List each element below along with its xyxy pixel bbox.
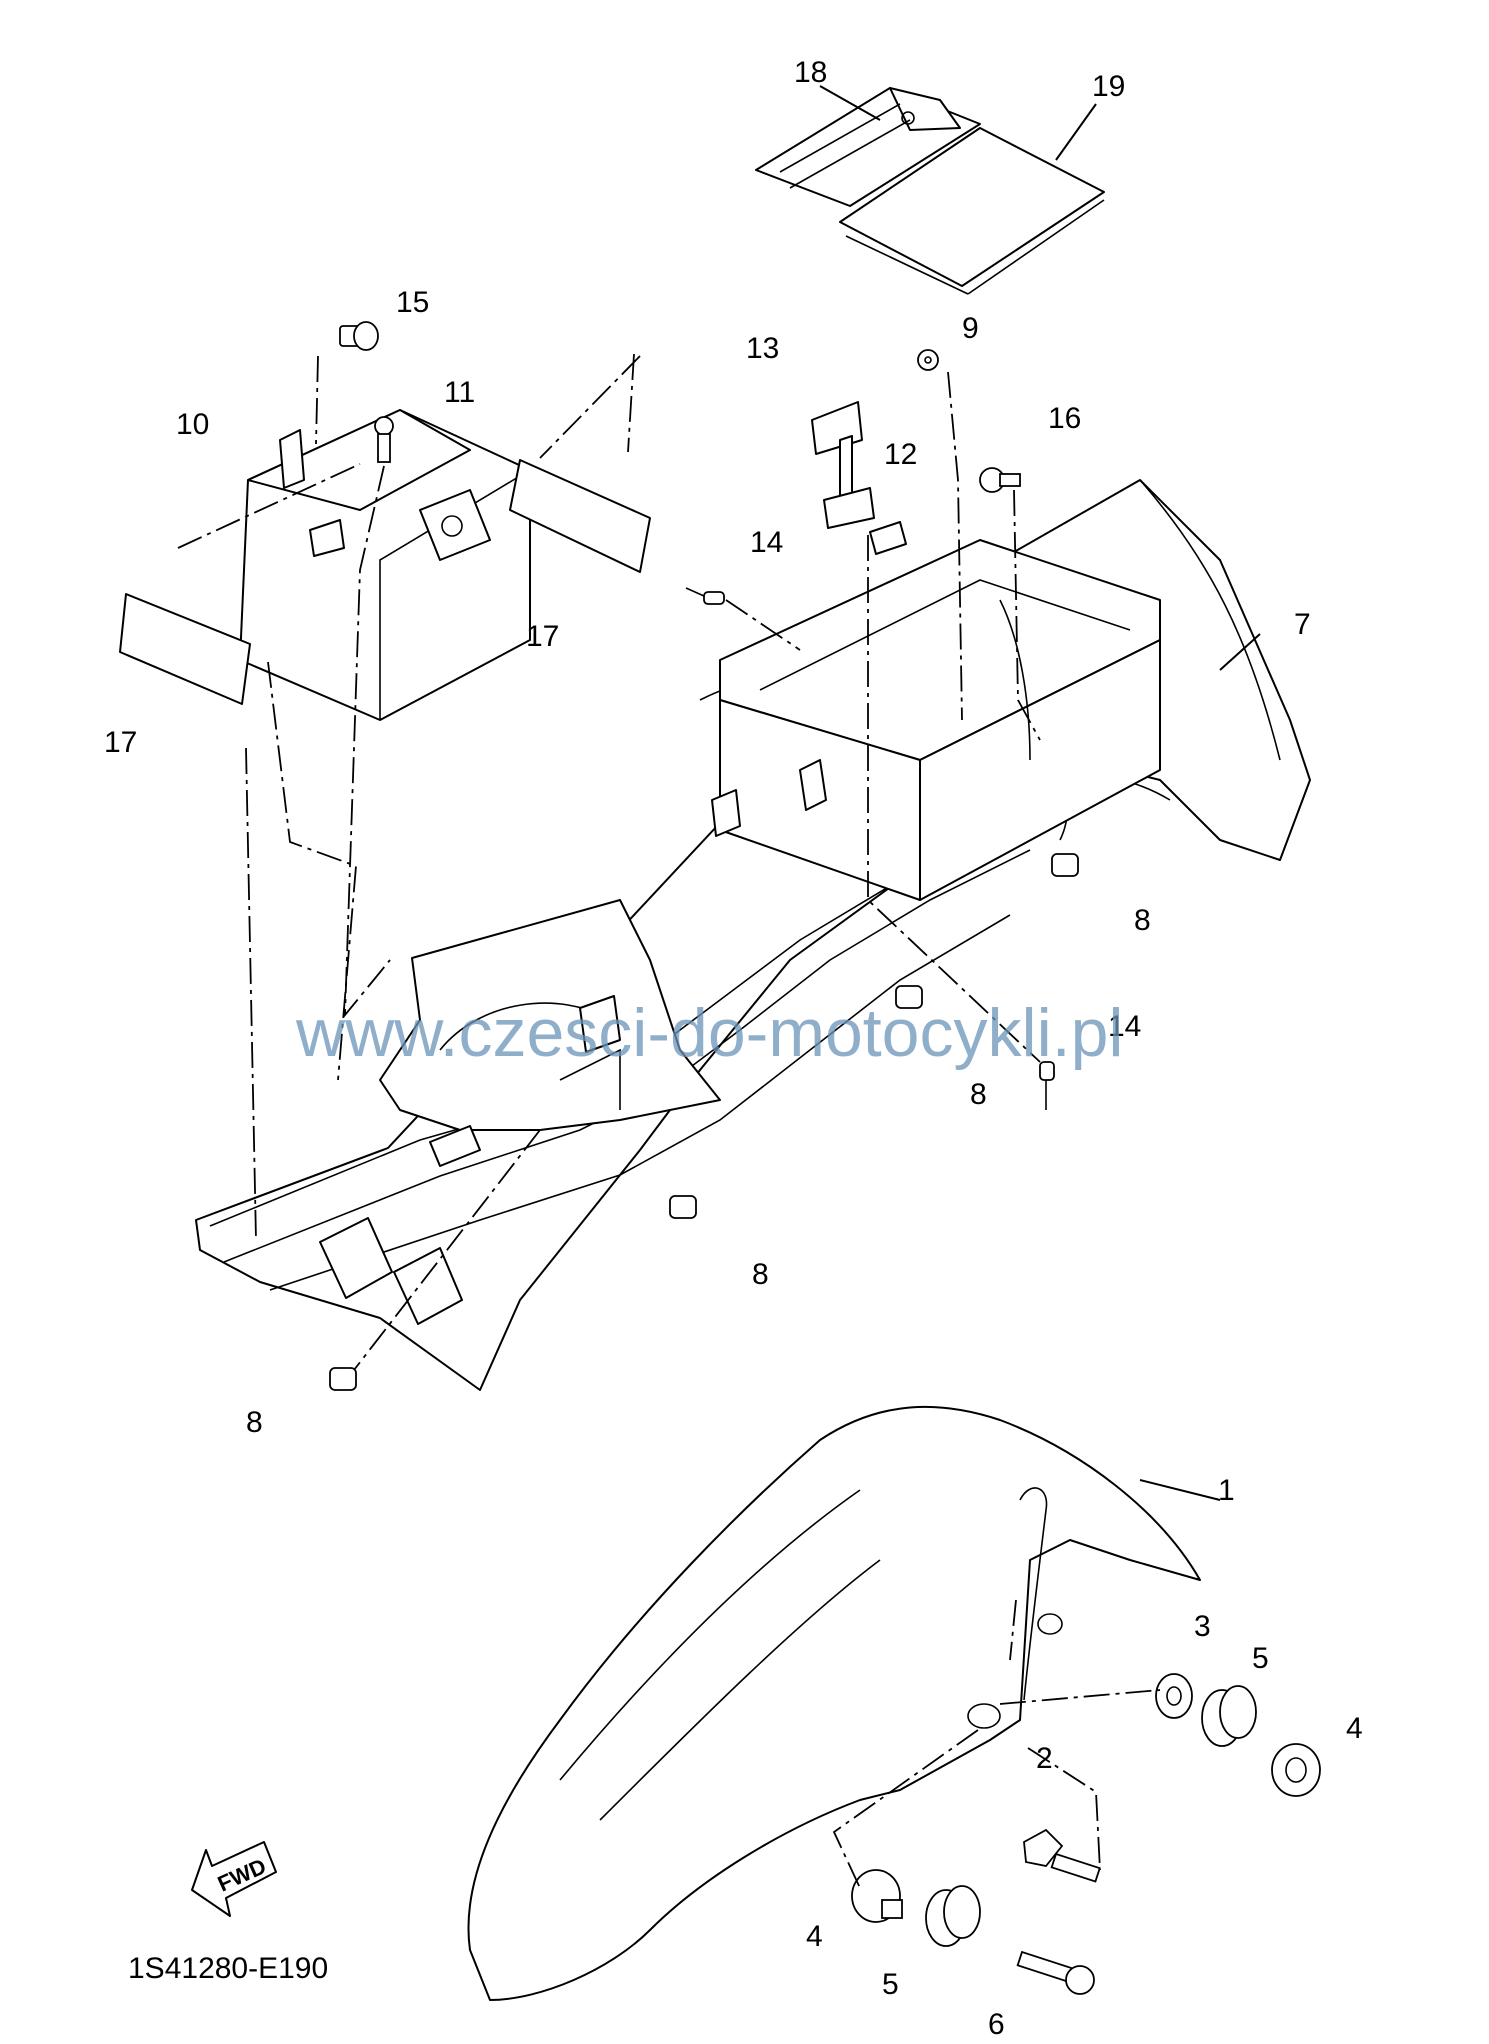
assembly-line (177, 463, 361, 549)
clamp-13 (811, 401, 875, 529)
callout-9: 9 (962, 312, 979, 345)
callout-19: 19 (1092, 70, 1125, 103)
diagram-code: 1S41280-E190 (128, 1952, 328, 1985)
strip-17-left (119, 593, 251, 705)
assembly-line (999, 1689, 1161, 1705)
callout-8-d: 8 (246, 1406, 263, 1439)
callout-2: 2 (1036, 1742, 1053, 1775)
callout-1: 1 (1218, 1474, 1235, 1507)
leader-line (1055, 103, 1097, 161)
callout-7: 7 (1294, 608, 1311, 641)
callout-12: 12 (884, 438, 917, 471)
assembly-line (725, 599, 801, 651)
nut-8-b (895, 985, 923, 1009)
washer-3 (1155, 1673, 1193, 1719)
leader-line (819, 85, 881, 121)
assembly-line (539, 355, 641, 459)
collar-4-lower (851, 1869, 903, 1923)
assembly-line (947, 371, 963, 721)
callout-6: 6 (988, 2008, 1005, 2041)
screw-11 (374, 416, 394, 463)
callout-17-left: 17 (104, 726, 137, 759)
callout-11: 11 (444, 376, 475, 409)
assembly-line (245, 747, 257, 1241)
nut-8-d (329, 1367, 357, 1391)
washer-9 (917, 349, 939, 371)
bolt-15 (339, 321, 379, 351)
callout-4-left: 4 (806, 1920, 823, 1953)
nut-8-c (669, 1195, 697, 1219)
bracket-box-10 (239, 409, 531, 721)
leader-line (1139, 1479, 1221, 1501)
grommet-5-upper (1201, 1685, 1257, 1747)
assembly-line (1009, 1599, 1017, 1661)
rivet-14-upper (685, 587, 725, 605)
leader-line (1219, 633, 1261, 671)
callout-14-upper: 14 (750, 526, 783, 559)
clip-12 (869, 521, 907, 555)
assembly-line (1013, 489, 1041, 741)
callout-15: 15 (396, 286, 429, 319)
assembly-line (267, 661, 357, 1081)
assembly-line (315, 355, 319, 445)
bolt-2 (1023, 1828, 1101, 1883)
watermark: www.czesci-do-motocykli.pl (295, 995, 1124, 1071)
decal-19 (839, 127, 1105, 295)
screw-6 (1016, 1950, 1095, 1995)
assembly-line (867, 535, 1041, 1063)
nut-8-a (1051, 853, 1079, 877)
callout-8-c: 8 (752, 1258, 769, 1291)
assembly-line (627, 353, 635, 453)
callout-13: 13 (746, 332, 779, 365)
callout-4-right: 4 (1346, 1712, 1363, 1745)
callout-5-right: 5 (1252, 1642, 1269, 1675)
callout-10: 10 (176, 408, 209, 441)
callout-8-a: 8 (1134, 904, 1151, 937)
assembly-line (832, 1729, 979, 1889)
assembly-line (1027, 1747, 1101, 1871)
assembly-line (344, 465, 391, 1018)
callout-18: 18 (794, 56, 827, 89)
callout-16: 16 (1048, 402, 1081, 435)
collar-4-upper (1271, 1743, 1321, 1797)
grommet-5-lower (925, 1885, 981, 1947)
rear-fender-7 (195, 479, 1311, 1391)
rivet-14-lower (1039, 1061, 1055, 1110)
callout-5-left: 5 (882, 1968, 899, 2001)
fwd-arrow: FWD (191, 1841, 277, 1917)
callout-17-right: 17 (526, 620, 559, 653)
callout-3: 3 (1194, 1610, 1211, 1643)
callout-14-lower: 14 (1108, 1010, 1141, 1043)
bolt-16 (979, 467, 1021, 493)
front-fender-1 (467, 1405, 1201, 2001)
decal-18 (755, 87, 981, 207)
callout-8-b: 8 (970, 1078, 987, 1111)
assembly-line (353, 1129, 541, 1371)
strip-17-right (509, 459, 651, 573)
